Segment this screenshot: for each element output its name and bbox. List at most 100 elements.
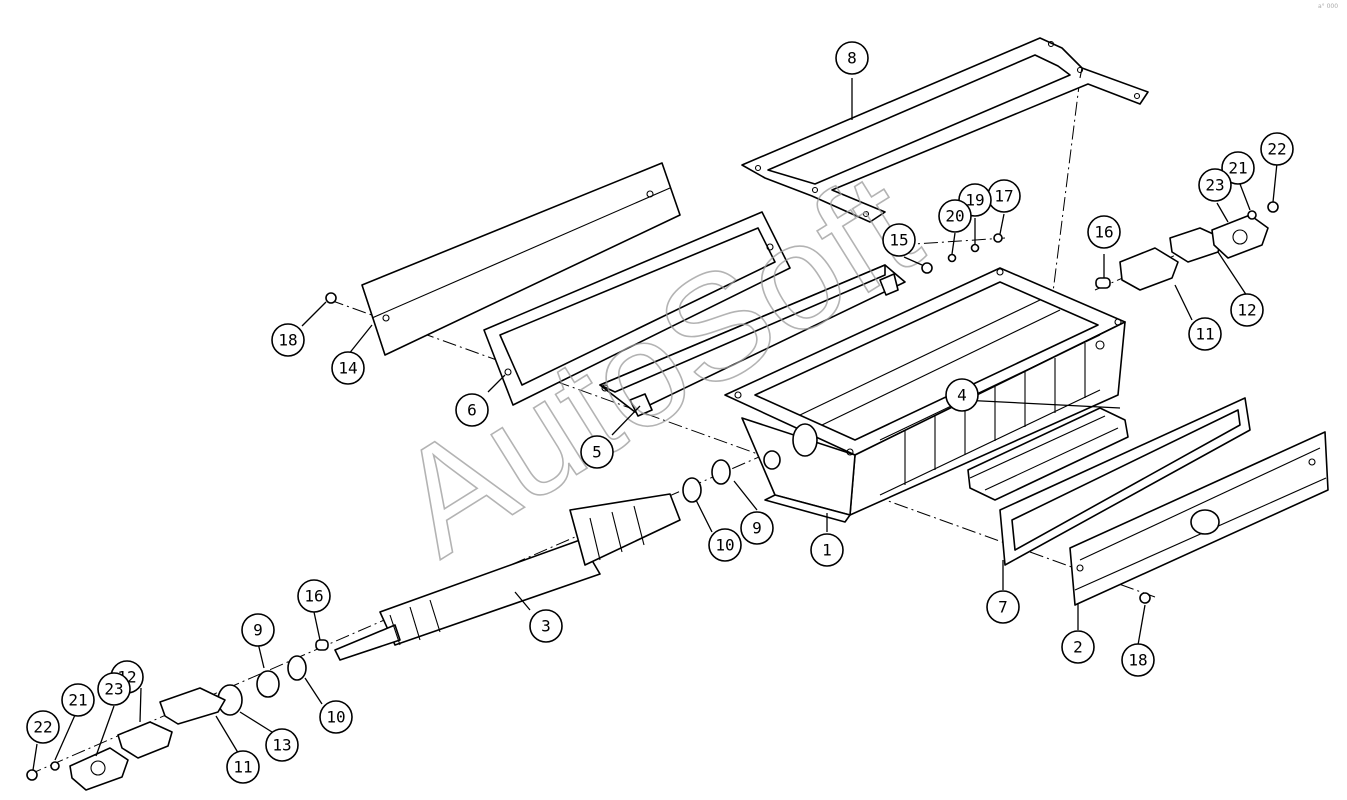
part-extrusion bbox=[967, 407, 1129, 501]
callout-label: 16 bbox=[304, 587, 323, 606]
callout-label: 1 bbox=[822, 541, 832, 560]
callout-bubble bbox=[1061, 630, 1095, 664]
callout-label: 3 bbox=[541, 617, 551, 636]
callout-9: 9 bbox=[241, 613, 275, 647]
washer-part-21-lower bbox=[50, 761, 60, 771]
callout-label: 2 bbox=[1073, 638, 1083, 657]
washer-part-10-lower bbox=[287, 655, 307, 681]
callout-23: 23 bbox=[97, 672, 131, 706]
part-main-body bbox=[724, 267, 1126, 523]
callout-label: 11 bbox=[1195, 325, 1214, 344]
callout-leaders bbox=[32, 78, 1278, 771]
callout-bubble bbox=[241, 613, 275, 647]
callout-label: 12 bbox=[1237, 301, 1256, 320]
bolt-part-16-lower bbox=[315, 639, 329, 651]
callout-label: 21 bbox=[1228, 159, 1247, 178]
callout-16: 16 bbox=[297, 579, 331, 613]
callout-label: 19 bbox=[965, 191, 984, 210]
corner-mark: a° 000 bbox=[1318, 3, 1338, 10]
callout-bubble bbox=[1198, 168, 1232, 202]
part-shaft bbox=[334, 493, 681, 661]
frame-axis-line bbox=[1051, 77, 1081, 301]
bearing-part-23-upper bbox=[1211, 214, 1269, 259]
callout-10: 10 bbox=[319, 700, 353, 734]
part-bottom-channel bbox=[1069, 431, 1329, 606]
callout-bubble bbox=[271, 323, 305, 357]
callout-21: 21 bbox=[1221, 151, 1255, 185]
washer-part-20 bbox=[947, 253, 957, 263]
callout-label: 8 bbox=[847, 49, 857, 68]
callout-label: 18 bbox=[278, 331, 297, 350]
callout-label: 22 bbox=[1267, 140, 1286, 159]
callout-21: 21 bbox=[61, 683, 95, 717]
callout-label: 14 bbox=[338, 359, 357, 378]
nut-part-22-upper bbox=[1267, 201, 1279, 213]
washer-part-10-upper bbox=[682, 477, 702, 503]
callout-bubble bbox=[580, 435, 614, 469]
callout-label: 10 bbox=[326, 708, 345, 727]
callout-17: 17 bbox=[987, 179, 1021, 213]
callout-label: 9 bbox=[752, 519, 762, 538]
callout-bubble bbox=[226, 750, 260, 784]
part-side-rail bbox=[599, 264, 906, 417]
nut-part-18-upper bbox=[325, 292, 337, 304]
callout-label: 21 bbox=[68, 691, 87, 710]
callout-22: 22 bbox=[26, 710, 60, 744]
callout-label: 16 bbox=[1094, 223, 1113, 242]
washer-part-9-lower bbox=[256, 670, 280, 698]
callout-label: 22 bbox=[33, 718, 52, 737]
nut-part-17 bbox=[993, 233, 1003, 243]
flange-part-11-lower bbox=[159, 687, 226, 725]
callout-7: 7 bbox=[986, 590, 1020, 624]
callout-11: 11 bbox=[1188, 317, 1222, 351]
callout-label: 13 bbox=[272, 736, 291, 755]
callout-label: 6 bbox=[467, 401, 477, 420]
callout-bubble bbox=[61, 683, 95, 717]
callout-16: 16 bbox=[1087, 215, 1121, 249]
callout-label: 15 bbox=[889, 231, 908, 250]
callout-4: 4 bbox=[945, 378, 979, 412]
callout-bubble bbox=[297, 579, 331, 613]
hardware-items bbox=[26, 201, 1279, 791]
callout-label: 20 bbox=[945, 207, 964, 226]
part-gasket-plate bbox=[483, 211, 791, 406]
callout-label: 11 bbox=[233, 758, 252, 777]
callout-2: 2 bbox=[1061, 630, 1095, 664]
callout-bubble bbox=[265, 728, 299, 762]
washer-part-9-upper bbox=[711, 459, 731, 485]
fastener-axis-line bbox=[899, 237, 1006, 246]
callout-14: 14 bbox=[331, 351, 365, 385]
callout-label: 10 bbox=[715, 536, 734, 555]
callout-20: 20 bbox=[938, 199, 972, 233]
callout-bubble bbox=[1121, 643, 1155, 677]
flange-part-11-upper bbox=[1119, 247, 1179, 291]
callout-10: 10 bbox=[708, 528, 742, 562]
callout-11: 11 bbox=[226, 750, 260, 784]
callout-bubble bbox=[986, 590, 1020, 624]
part-top-cover bbox=[361, 162, 681, 356]
callout-bubble bbox=[1260, 132, 1294, 166]
part-top-frame bbox=[741, 37, 1149, 223]
callout-13: 13 bbox=[265, 728, 299, 762]
callout-bubble bbox=[835, 41, 869, 75]
callout-bubble bbox=[1230, 293, 1264, 327]
callout-bubble bbox=[455, 393, 489, 427]
callout-label: 18 bbox=[1128, 651, 1147, 670]
callout-bubble bbox=[810, 533, 844, 567]
callout-bubble bbox=[945, 378, 979, 412]
callout-5: 5 bbox=[580, 435, 614, 469]
nut-part-22-lower bbox=[26, 769, 38, 781]
callout-3: 3 bbox=[529, 609, 563, 643]
callout-18: 18 bbox=[1121, 643, 1155, 677]
callout-bubble bbox=[97, 672, 131, 706]
callout-15: 15 bbox=[882, 223, 916, 257]
callout-22: 22 bbox=[1260, 132, 1294, 166]
callout-bubble bbox=[938, 199, 972, 233]
callout-label: 5 bbox=[592, 443, 602, 462]
callout-bubble bbox=[319, 700, 353, 734]
washer-part-21-upper bbox=[1247, 210, 1257, 220]
flange-part-12-lower bbox=[117, 721, 173, 759]
callout-8: 8 bbox=[835, 41, 869, 75]
